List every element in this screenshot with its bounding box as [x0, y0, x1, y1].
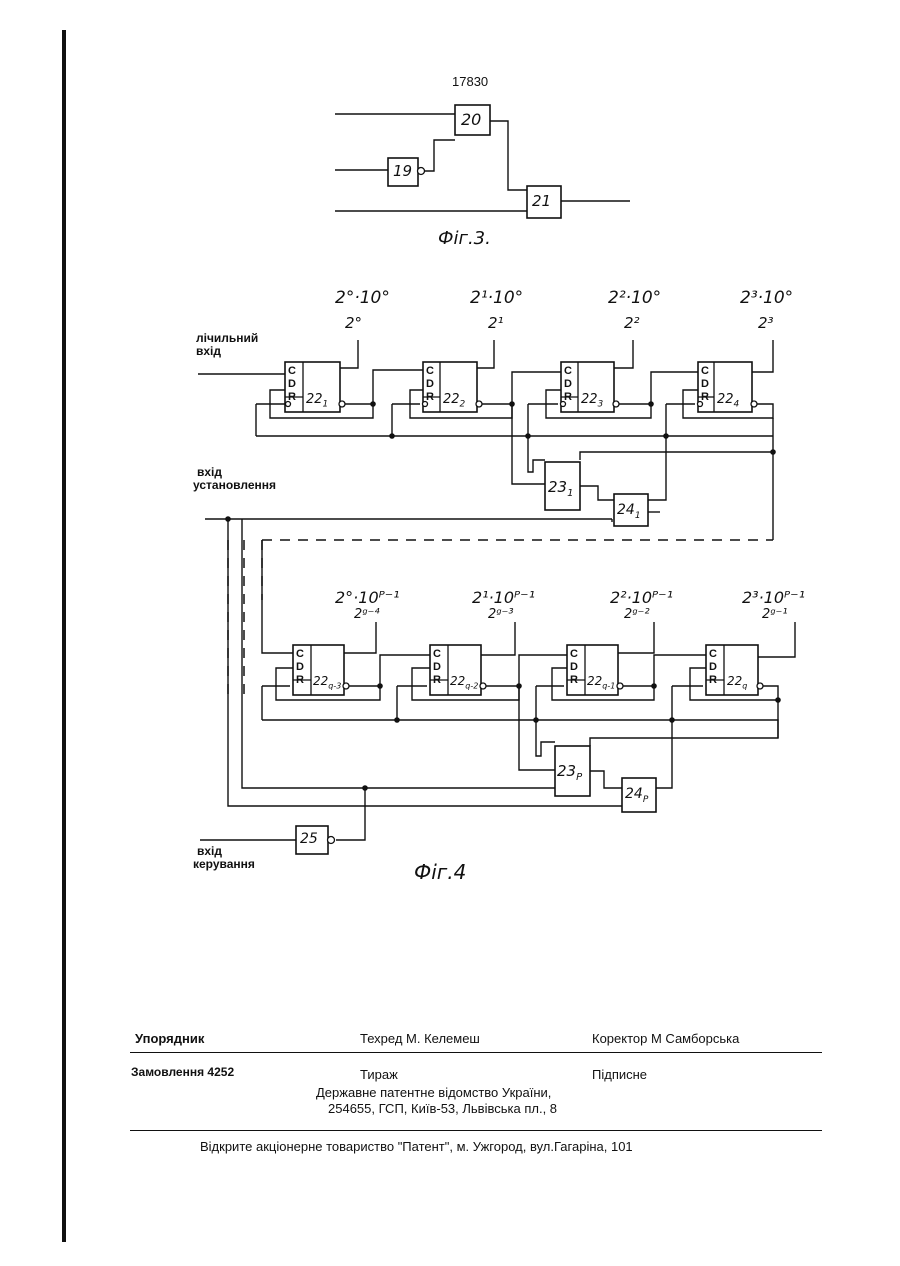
- ff-top-3-pins: CDR: [564, 365, 572, 404]
- footer-circulation: Тираж: [360, 1067, 398, 1082]
- block-21-label: 21: [532, 192, 551, 210]
- ff-bottom-2-label: 22q-2: [450, 674, 478, 690]
- bottom-weight-3: 2²·10ᴾ⁻¹: [610, 588, 673, 607]
- footer-corrector: Коректор М Самборська: [592, 1031, 739, 1046]
- top-weight-1: 2°·10°: [335, 288, 390, 308]
- top-output-1: 2°: [345, 314, 362, 332]
- bottom-output-4: 2ᵍ⁻¹: [762, 607, 788, 622]
- footer-techred: Техред М. Келемеш: [360, 1031, 480, 1046]
- fig4-caption: Фіг.4: [414, 860, 466, 884]
- bottom-weight-1: 2°·10ᴾ⁻¹: [335, 588, 400, 607]
- footer-publisher: Відкрите акціонерне товариство "Патент",…: [200, 1139, 633, 1154]
- block-19-label: 19: [393, 162, 412, 180]
- top-output-3: 2²: [624, 314, 640, 332]
- top-output-2: 2¹: [488, 314, 504, 332]
- footer-signed: Підписне: [592, 1067, 647, 1082]
- ff-top-1-label: 221: [306, 392, 328, 410]
- top-weight-2: 2¹·10°: [470, 288, 523, 308]
- ff-bottom-2-pins: CDR: [433, 648, 441, 687]
- bottom-output-2: 2ᵍ⁻³: [488, 607, 514, 622]
- ff-top-4-pins: CDR: [701, 365, 709, 404]
- block-20-label: 20: [461, 110, 481, 129]
- bottom-output-1: 2ᵍ⁻⁴: [354, 607, 380, 622]
- bottom-weight-4: 2³·10ᴾ⁻¹: [742, 588, 805, 607]
- bottom-output-3: 2ᵍ⁻²: [624, 607, 650, 622]
- top-output-4: 2³: [758, 314, 774, 332]
- footer-rule-2: [130, 1130, 822, 1131]
- gate-23-1-label: 231: [548, 478, 573, 499]
- ff-top-2-pins: CDR: [426, 365, 434, 404]
- gate-24-p-label: 24P: [625, 786, 648, 805]
- ff-bottom-1-label: 22q-3: [313, 674, 341, 690]
- ff-top-3-label: 223: [581, 392, 603, 410]
- gate-23-p-label: 23P: [557, 762, 582, 783]
- gate-25-label: 25: [300, 831, 318, 847]
- fig3-caption: Фіг.3.: [438, 228, 491, 249]
- ff-top-4-label: 224: [717, 392, 739, 410]
- ff-bottom-1-pins: CDR: [296, 648, 304, 687]
- ff-top-2-label: 222: [443, 392, 465, 410]
- control-input-label: вхід керування: [193, 845, 255, 871]
- ff-bottom-4-pins: CDR: [709, 648, 717, 687]
- set-input-label: вхід установлення: [193, 466, 276, 492]
- count-input-label: лічильний вхід: [196, 332, 258, 358]
- top-weight-3: 2²·10°: [608, 288, 661, 308]
- ff-top-1-pins: CDR: [288, 365, 296, 404]
- footer-rule-1: [130, 1052, 822, 1053]
- ff-bottom-3-label: 22q-1: [587, 674, 615, 690]
- footer-office: Державне патентне відомство України,: [316, 1085, 551, 1100]
- ff-bottom-4-label: 22q: [727, 674, 747, 690]
- bottom-weight-2: 2¹·10ᴾ⁻¹: [472, 588, 535, 607]
- ff-bottom-3-pins: CDR: [570, 648, 578, 687]
- footer-order: Замовлення 4252: [131, 1065, 234, 1079]
- footer-address: 254655, ГСП, Київ-53, Львівська пл., 8: [328, 1101, 557, 1116]
- gate-24-1-label: 241: [617, 502, 641, 521]
- footer-compiler: Упорядник: [135, 1031, 204, 1046]
- top-weight-4: 2³·10°: [740, 288, 793, 308]
